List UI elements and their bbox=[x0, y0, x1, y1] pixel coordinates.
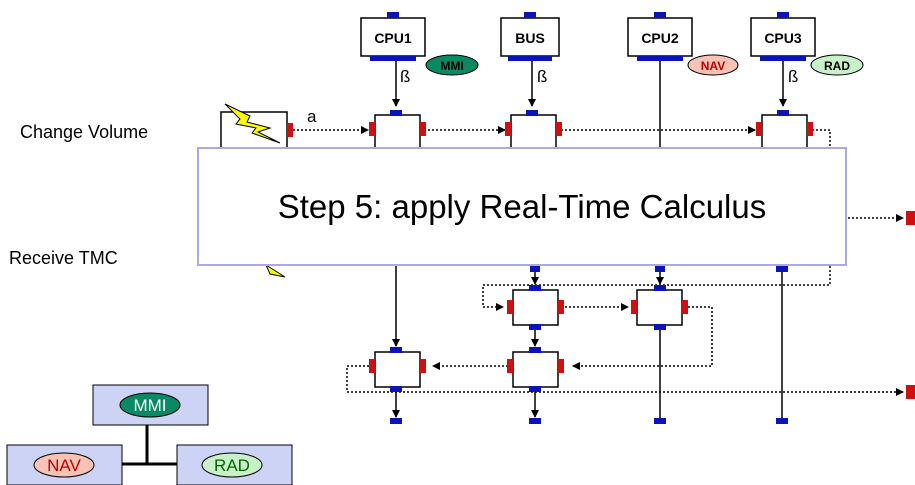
bottom-port-1 bbox=[390, 418, 402, 424]
bottom-port-4 bbox=[776, 418, 788, 424]
step-overlay-text: Step 5: apply Real-Time Calculus bbox=[277, 187, 767, 225]
port-below-overlay-cpu2 bbox=[655, 266, 665, 272]
bottom-port-2 bbox=[529, 418, 541, 424]
service-label-cpu1: ß bbox=[400, 67, 410, 86]
tree-root-mmi: MMI bbox=[92, 384, 209, 426]
gpc-block-r1-bus bbox=[505, 110, 562, 151]
resource-bus: BUS bbox=[500, 12, 560, 61]
port-below-overlay-bus bbox=[530, 266, 540, 272]
port-below-overlay-cpu3 bbox=[776, 266, 788, 272]
svg-text:NAV: NAV bbox=[701, 59, 725, 73]
tree-left-nav: NAV bbox=[6, 444, 123, 485]
step-overlay: Step 5: apply Real-Time Calculus bbox=[197, 147, 847, 266]
receive-tmc-lightning bbox=[264, 263, 286, 278]
badge-rad: RAD bbox=[810, 54, 864, 76]
arrival-label: a bbox=[307, 107, 317, 126]
resource-cpu1-label: CPU1 bbox=[374, 30, 412, 46]
gpc-block-r2-bus bbox=[507, 285, 564, 330]
output-port-2 bbox=[906, 385, 915, 399]
gpc-block-r1-cpu3 bbox=[756, 110, 813, 151]
gpc-block-r2-cpu2 bbox=[631, 285, 688, 330]
service-label-bus: ß bbox=[537, 67, 547, 86]
resource-cpu3-label: CPU3 bbox=[764, 30, 802, 46]
svg-text:NAV: NAV bbox=[47, 456, 81, 475]
gpc-block-r1-cpu1 bbox=[369, 110, 426, 151]
change-volume-stream bbox=[293, 126, 831, 150]
lower-service-arrows bbox=[392, 266, 783, 418]
resource-cpu2: CPU2 bbox=[627, 12, 693, 61]
svg-text:RAD: RAD bbox=[214, 456, 250, 475]
task-label-receive-tmc: Receive TMC bbox=[9, 248, 118, 268]
resource-cpu1: CPU1 bbox=[360, 12, 426, 61]
service-arrows bbox=[392, 61, 787, 150]
badge-mmi: MMI bbox=[425, 54, 479, 76]
gpc-block-r3-bus bbox=[507, 347, 564, 392]
task-label-change-volume: Change Volume bbox=[20, 122, 149, 142]
resource-bus-label: BUS bbox=[515, 30, 545, 46]
svg-text:MMI: MMI bbox=[133, 396, 166, 415]
svg-text:MMI: MMI bbox=[440, 59, 463, 73]
service-label-cpu3: ß bbox=[788, 67, 798, 86]
resource-cpu3: CPU3 bbox=[750, 12, 816, 61]
bottom-port-3 bbox=[654, 418, 666, 424]
receive-tmc-streams bbox=[346, 266, 831, 393]
output-port-1 bbox=[906, 211, 915, 225]
badge-nav: NAV bbox=[687, 54, 739, 76]
task-tree: MMI NAV RAD bbox=[6, 384, 293, 485]
tree-right-rad: RAD bbox=[176, 444, 293, 485]
resource-cpu2-label: CPU2 bbox=[641, 30, 679, 46]
change-volume-source bbox=[220, 103, 293, 149]
gpc-block-r3-cpu1 bbox=[369, 347, 426, 392]
svg-text:RAD: RAD bbox=[824, 59, 850, 73]
